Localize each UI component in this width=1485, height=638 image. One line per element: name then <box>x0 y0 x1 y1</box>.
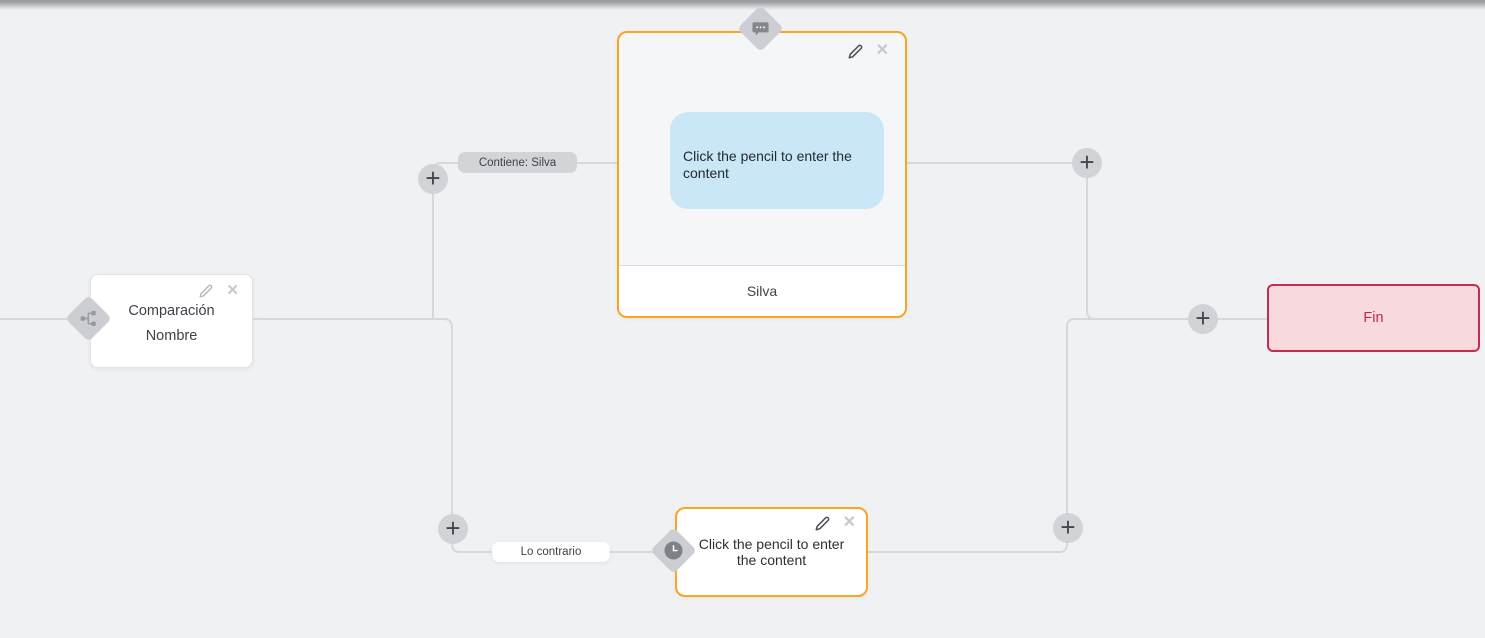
comparison-node[interactable]: ✕ Comparación Nombre <box>90 274 253 368</box>
edit-pencil-button[interactable] <box>199 284 213 298</box>
close-icon[interactable]: ✕ <box>875 42 889 59</box>
pencil-icon <box>199 284 213 298</box>
edge-label-condition-false: Lo contrario <box>492 542 610 562</box>
close-icon[interactable]: ✕ <box>842 514 856 531</box>
add-node-button-before-end[interactable]: + <box>1188 304 1218 334</box>
delay-node[interactable]: ✕ Click the pencil to enter the content <box>675 507 868 597</box>
chat-bubble-icon <box>752 21 769 35</box>
clock-icon <box>664 541 683 560</box>
delay-node-connector[interactable] <box>650 527 697 574</box>
branch-sitemap-icon <box>80 310 96 327</box>
add-node-button-bottom-right[interactable]: + <box>1053 513 1083 543</box>
comparison-node-subtitle: Nombre <box>145 328 198 344</box>
message-preview-bubble: Click the pencil to enter the content <box>670 112 884 209</box>
message-node-name: Silva <box>746 283 778 299</box>
delay-placeholder-text: Click the pencil to enter the content <box>698 536 845 568</box>
add-node-button-top-right[interactable]: + <box>1072 148 1102 178</box>
edge-comparison-to-delay <box>253 318 660 553</box>
close-icon[interactable]: ✕ <box>226 282 239 299</box>
add-node-button-top-left[interactable]: + <box>418 164 448 194</box>
message-node[interactable]: ✕ Click the pencil to enter the content … <box>617 31 907 318</box>
message-node-footer: Silva <box>619 265 905 316</box>
end-node-label: Fin <box>1363 310 1384 326</box>
edit-pencil-button[interactable] <box>815 516 830 531</box>
end-node[interactable]: Fin <box>1267 284 1480 352</box>
add-node-button-bottom-left[interactable]: + <box>438 514 468 544</box>
edit-pencil-button[interactable] <box>848 44 863 59</box>
edge-comparison-to-message <box>432 162 619 319</box>
pencil-icon <box>848 44 862 58</box>
pencil-icon <box>815 516 829 530</box>
comparison-node-connector[interactable] <box>65 295 112 342</box>
edge-delay-to-end <box>868 318 1268 553</box>
edge-message-to-end <box>907 162 1268 320</box>
message-placeholder-text: Click the pencil to enter the content <box>683 148 852 181</box>
edge-label-condition-true: Contiene: Silva <box>458 152 577 173</box>
comparison-node-title: Comparación <box>128 303 215 319</box>
message-node-connector[interactable] <box>737 5 784 52</box>
